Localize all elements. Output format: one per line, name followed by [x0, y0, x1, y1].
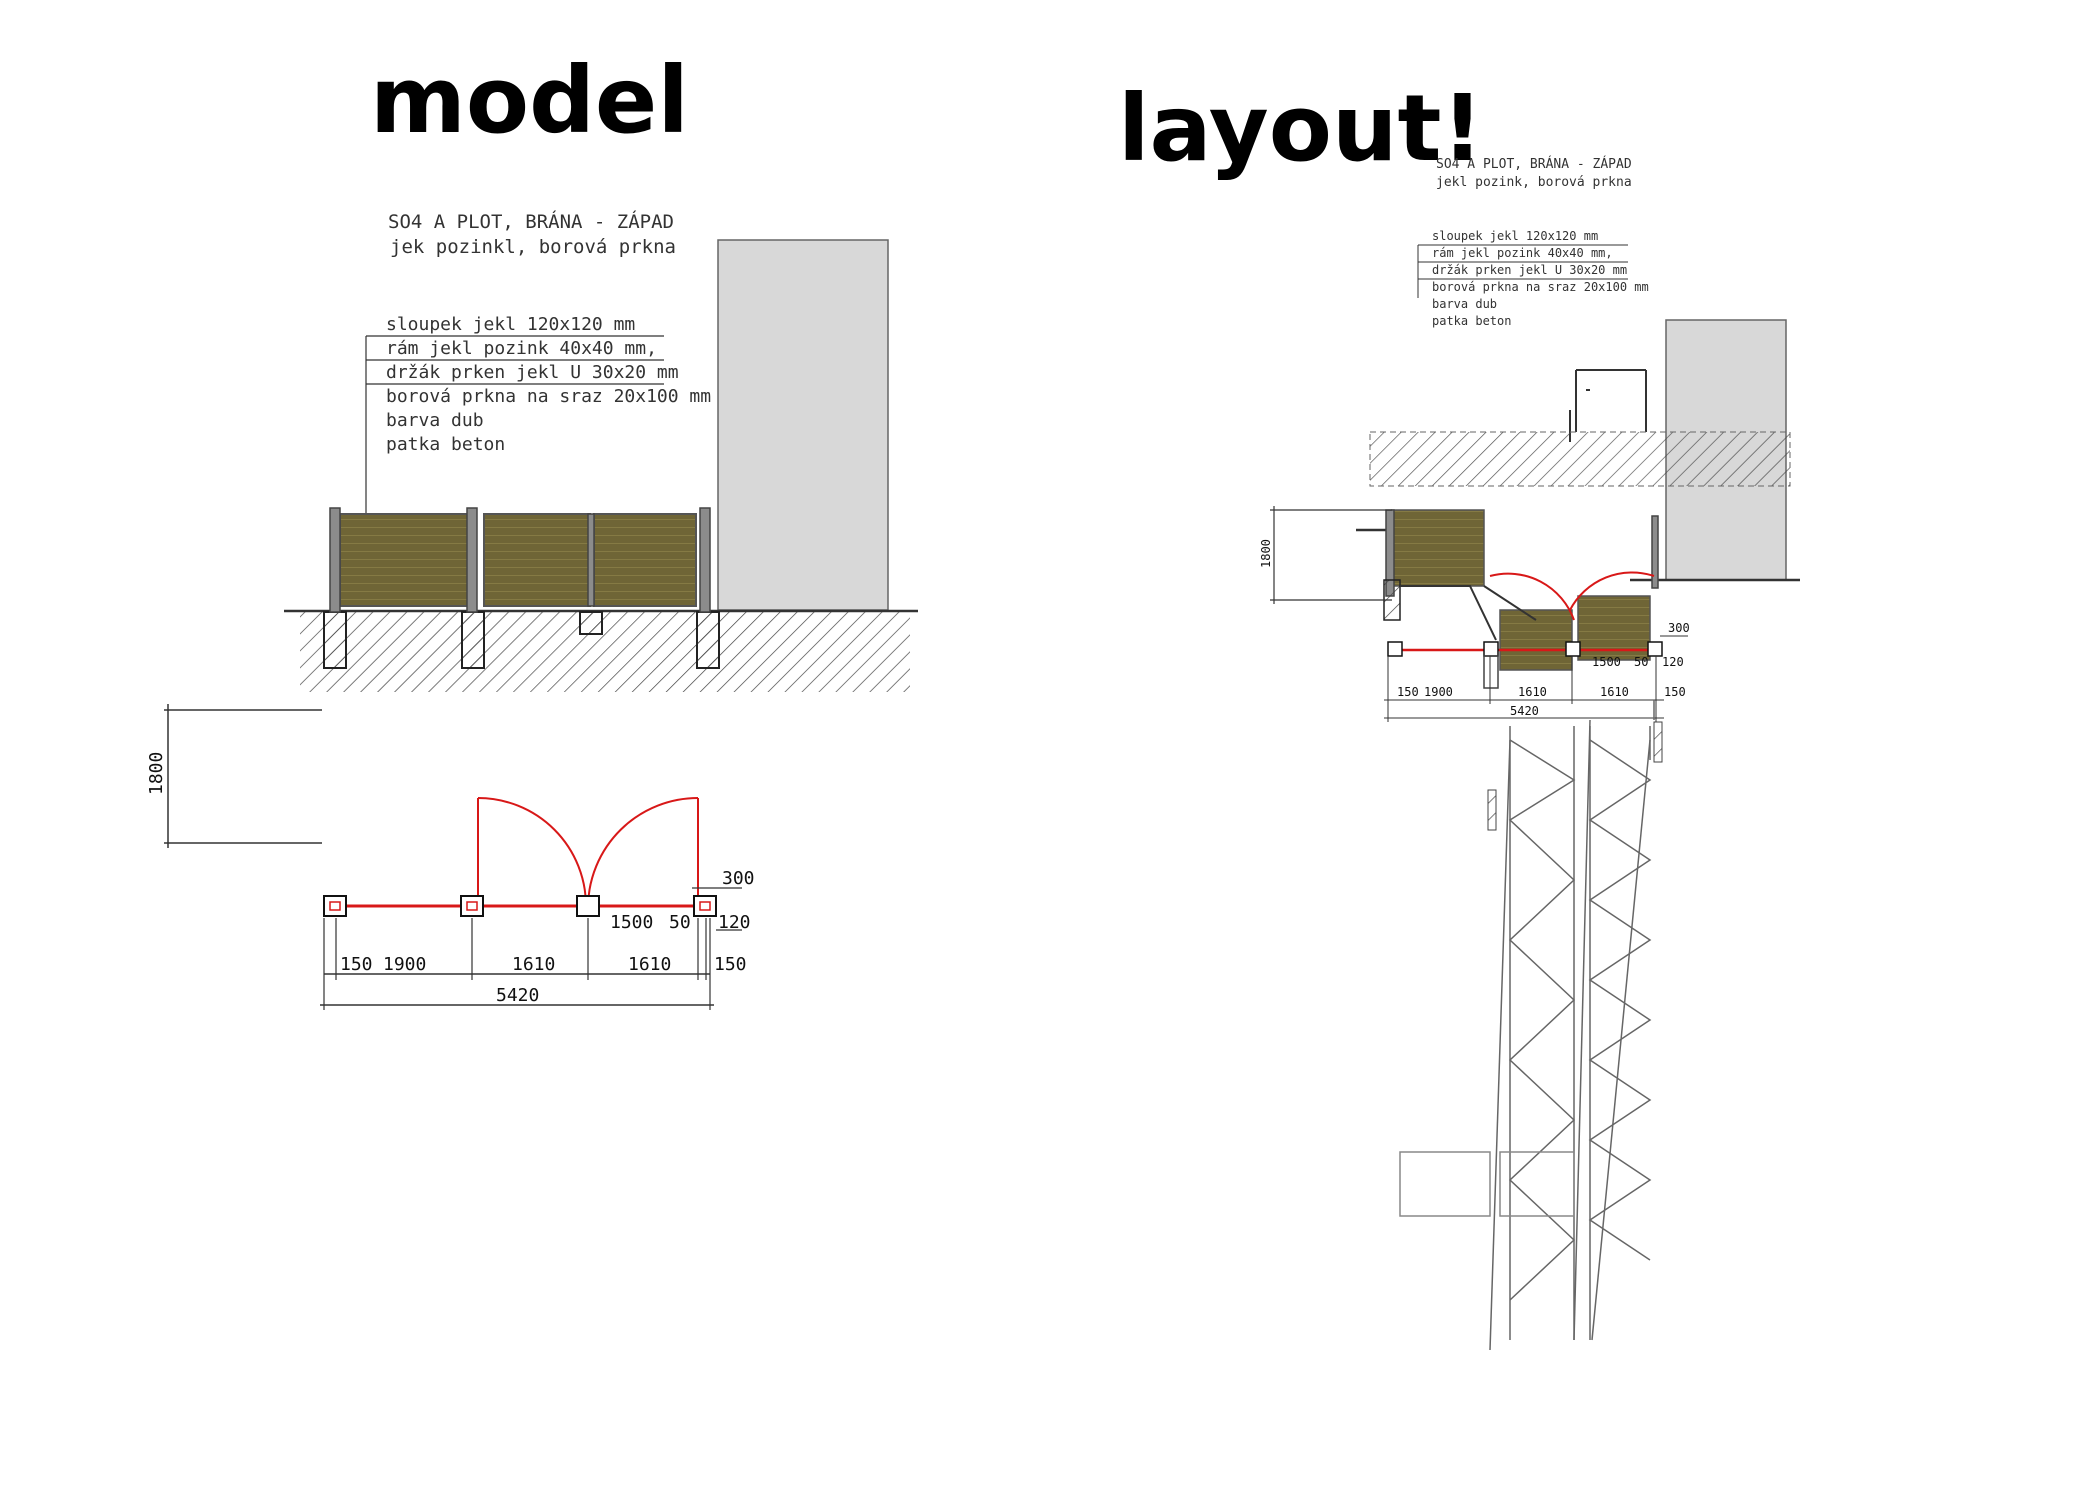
spec-item-4: borová prkna na sraz 20x100 mm: [386, 386, 711, 407]
layout-hatch-band: [1369, 431, 1791, 487]
gate-swing-right: [587, 797, 699, 907]
footing-3: [579, 611, 603, 635]
layout-dim-50: 50: [1634, 655, 1648, 669]
height-label: 1800: [146, 752, 167, 795]
lattice-structure: [1399, 700, 1663, 1351]
layout-spec-item-1: sloupek jekl 120x120 mm: [1432, 229, 1598, 243]
layout-dim-300: 300: [1668, 621, 1690, 635]
lattice-box-left: [1399, 1151, 1491, 1217]
plan-dimensions: 150 1900 1610 1610 150 5420 1500 50 120 …: [320, 868, 755, 1010]
plan-view: [323, 797, 717, 917]
lattice-zigzag-left: [1508, 739, 1576, 1301]
gate-swing-left: [477, 797, 587, 907]
dim-120: 120: [718, 912, 751, 933]
layout-gate-stop: [1483, 655, 1499, 689]
hatch-band-outline: [1369, 431, 1791, 487]
layout-swing-left: [1489, 572, 1575, 621]
dim-5420: 5420: [496, 985, 539, 1006]
layout-dim-120: 120: [1662, 655, 1684, 669]
layout-height-label: 1800: [1259, 539, 1273, 568]
layout-plan-view: [1387, 641, 1663, 689]
layout-post-plan-4: [1647, 641, 1663, 657]
layout-spec-block: SO4 A PLOT, BRÁNA - ZÁPAD jekl pozink, b…: [1417, 156, 1649, 328]
layout-dim-1500: 1500: [1592, 655, 1621, 669]
layout-dim-1900: 1900: [1424, 685, 1453, 699]
layout-post-plan-1: [1387, 641, 1403, 657]
gate-leaf-left: [483, 513, 591, 607]
lattice-diagonal-right: [1591, 739, 1651, 1341]
lattice-footing-left: [1487, 789, 1497, 831]
layout-spec-item-4: borová prkna na sraz 20x100 mm: [1432, 280, 1649, 294]
spec-item-2: rám jekl pozink 40x40 mm,: [386, 338, 657, 359]
post-core-1: [329, 901, 341, 911]
layout-dim-1610-b: 1610: [1600, 685, 1629, 699]
footing-4: [696, 611, 720, 669]
footing-1: [323, 611, 347, 669]
lattice-diagonal-mid: [1573, 719, 1591, 1341]
dim-50: 50: [669, 912, 691, 933]
dim-1610-a: 1610: [512, 954, 555, 975]
lattice-footing-right: [1653, 721, 1663, 763]
layout-dim-5420: 5420: [1510, 704, 1539, 718]
footing-2: [461, 611, 485, 669]
layout-spec-item-6: patka beton: [1432, 314, 1511, 328]
post-2: [466, 507, 478, 613]
layout-dim-150-right: 150: [1664, 685, 1686, 699]
hatch-band: [1370, 432, 1790, 486]
layout-post-plan-2: [1483, 641, 1499, 657]
spec-item-6: patka beton: [386, 434, 505, 455]
layout-post-4: [1651, 515, 1659, 589]
lattice-diagonal-left: [1489, 739, 1511, 1351]
layout-spec-item-2: rám jekl pozink 40x40 mm,: [1432, 246, 1613, 260]
model-spec-block: SO4 A PLOT, BRÁNA - ZÁPAD jek pozinkl, b…: [365, 210, 711, 540]
fence-panel: [339, 513, 469, 607]
spec-subtitle: jek pozinkl, borová prkna: [390, 236, 676, 258]
post-plan-3: [576, 895, 600, 917]
post-core-2: [466, 901, 478, 911]
dim-1900: 1900: [383, 954, 426, 975]
layout-fence-elevation: [1383, 509, 1659, 671]
height-dimension: 1800: [146, 704, 322, 848]
layout-brace: [1483, 585, 1537, 621]
fence-elevation: [329, 507, 711, 613]
ground-hatch: [300, 612, 910, 692]
layout-heading: layout!: [1118, 75, 1483, 182]
dim-300: 300: [722, 868, 755, 889]
layout-fence-panel: [1391, 509, 1485, 587]
post-plan-1: [323, 895, 347, 917]
post-plan-4: [693, 895, 717, 917]
layout-dim-1610-a: 1610: [1518, 685, 1547, 699]
gate-leaf-right: [593, 513, 697, 607]
layout-post-plan-3: [1565, 641, 1581, 657]
post-gate-middle: [587, 513, 595, 607]
spec-item-1: sloupek jekl 120x120 mm: [386, 314, 635, 335]
spec-item-5: barva dub: [386, 410, 484, 431]
spec-title: SO4 A PLOT, BRÁNA - ZÁPAD: [388, 210, 674, 233]
dim-150-right: 150: [714, 954, 747, 975]
building-wall: [717, 239, 889, 611]
layout-rail: [1400, 585, 1497, 641]
dim-1500: 1500: [610, 912, 653, 933]
layout-swing-right: [1569, 571, 1655, 611]
layout-height-dimension: 1800: [1259, 506, 1392, 604]
layout-spec-item-5: barva dub: [1432, 297, 1497, 311]
post-plan-2: [460, 895, 484, 917]
model-heading: model: [370, 47, 689, 154]
layout-plan-dimensions: 150 1900 1610 1610 150 5420 1500 50 120 …: [1384, 621, 1690, 722]
ground: [284, 609, 918, 692]
layout-spec-item-3: držák prken jekl U 30x20 mm: [1432, 263, 1627, 277]
post-4: [699, 507, 711, 613]
dim-150-left: 150: [340, 954, 373, 975]
layout-dim-150-left: 150: [1397, 685, 1419, 699]
dim-1610-b: 1610: [628, 954, 671, 975]
spec-item-3: držák prken jekl U 30x20 mm: [386, 362, 679, 383]
layout-spec-subtitle: jekl pozink, borová prkna: [1436, 175, 1632, 190]
post-core-4: [699, 901, 711, 911]
lattice-zigzag-right: [1588, 739, 1652, 1261]
lattice-box-right: [1499, 1151, 1575, 1217]
layout-door: [1569, 369, 1647, 442]
layout-spec-title: SO4 A PLOT, BRÁNA - ZÁPAD: [1436, 156, 1632, 172]
post-1: [329, 507, 341, 613]
